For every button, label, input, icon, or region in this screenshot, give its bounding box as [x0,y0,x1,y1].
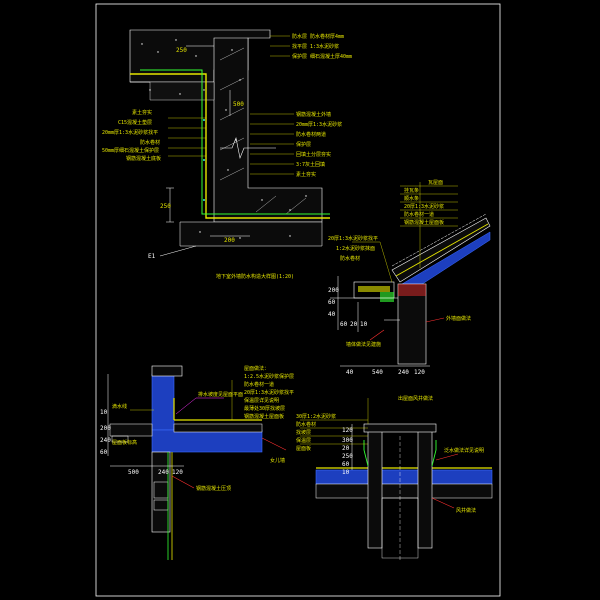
b-dim-3: 120 [414,369,425,376]
label-left-0: 素土夯实 [132,109,152,116]
b-left-0: 20厚1:3水泥砂浆找平 [328,235,378,242]
c-note-c: 钢筋混凝土压顶 [196,485,231,492]
d-label-3: 找坡层 [296,429,311,436]
detail-c-parapet: 排水坡度见屋面平面 女儿墙 钢筋混凝土压顶 屋面做法： 1:2.5水泥砂浆保护层… [100,365,294,560]
d-dim-2: 20 [342,445,350,452]
detail-b-roof-eave: 瓦屋面 挂瓦条 顺水条 20厚1:3水泥砂浆 防水卷材一道 钢筋混凝土屋面板 2… [328,180,491,376]
c-note-a: 排水坡度见屋面平面 [198,391,243,398]
b-label-5: 钢筋混凝土屋面板 [404,219,444,226]
c-label-0: 屋面做法： [244,365,269,372]
side-tag-e1: E1 [148,253,156,260]
dim-200-bottom: 200 [224,237,235,244]
label-left-4: 50mm厚细石混凝土保护层 [102,147,159,154]
c-label-6: 钢筋混凝土屋面板 [244,413,284,420]
c-note-b: 女儿墙 [270,457,285,464]
c-label-5: 最薄处30厚找坡层 [244,405,285,412]
d-side-0: 泛水做法详见说明 [444,447,484,454]
b-label-1: 挂瓦条 [404,187,419,194]
c-side-0: 滴水线 [112,403,127,410]
b-label-3: 20厚1:3水泥砂浆 [404,203,444,210]
d-dim-5: 10 [342,469,350,476]
c-dim-6: 120 [172,469,183,476]
b-label-4: 防水卷材一道 [404,211,434,218]
b-dim-2: 240 [398,369,409,376]
c-dim-1: 200 [100,425,111,432]
d-label-1: 30厚1:2水泥砂浆 [296,413,336,420]
c-dim-4: 500 [128,469,139,476]
b-sdim-0: 200 [328,287,339,294]
sheet-frame [95,3,501,597]
c-side-1: 屋面板标高 [112,439,137,446]
b-sdim-4: 20 [350,321,358,328]
b-leader-0: 外墙面做法 [446,315,471,322]
c-dim-3: 60 [100,449,108,456]
d-label-2: 防水卷材 [296,421,316,428]
label-right-2: 防水卷材两道 [296,131,326,138]
b-left-2: 防水卷材 [340,255,360,262]
b-dim-0: 40 [346,369,354,376]
label-top-2: 保护层 细石混凝土厚40mm [292,53,352,60]
b-sdim-1: 60 [328,299,336,306]
b-left-1: 1:2水泥砂浆抹面 [336,245,375,252]
d-dim-3: 250 [342,453,353,460]
b-sdim-3: 60 [340,321,348,328]
d-label-0: 出屋面风井做法 [398,395,433,402]
d-label-5: 屋面板 [296,445,311,452]
dim-250-top: 250 [176,47,187,54]
d-label-4: 保温层 [296,437,311,444]
dim-500: 500 [233,101,244,108]
d-dim-1: 300 [342,437,353,444]
c-dim-0: 10 [100,409,108,416]
label-left-1: C15混凝土垫层 [118,119,152,126]
b-sdim-5: 10 [360,321,368,328]
b-leader-1: 墙体做法见建施 [346,341,381,348]
d-dim-0: 120 [342,427,353,434]
detail-a-title: 地下室外墙防水构造大样图(1:20) [216,273,294,280]
c-label-2: 防水卷材一道 [244,381,274,388]
dim-250-left: 250 [160,203,171,210]
detail-d-roof-vent: 出屋面风井做法 30厚1:2水泥砂浆 防水卷材 找坡层 保温层 屋面板 泛水做法… [296,395,493,560]
label-right-0: 钢筋混凝土外墙 [296,111,331,118]
label-right-1: 20mm厚1:3水泥砂浆 [296,121,342,128]
c-dim-2: 240 [100,437,111,444]
c-label-4: 保温层详见说明 [244,397,279,404]
label-right-5: 3:7灰土回填 [296,161,325,168]
label-top-0: 防水层 防水卷材厚4mm [292,33,344,40]
label-right-6: 素土夯实 [296,171,316,178]
c-label-1: 1:2.5水泥砂浆保护层 [244,373,294,380]
b-dim-1: 540 [372,369,383,376]
b-label-0: 瓦屋面 [428,180,443,186]
label-right-3: 保护层 [296,141,311,148]
b-label-2: 顺水条 [404,195,419,202]
b-sdim-2: 40 [328,311,336,318]
d-dim-4: 60 [342,461,350,468]
label-top-1: 找平层 1:3水泥砂浆 [292,43,339,50]
c-dim-5: 240 [158,469,169,476]
label-right-4: 回填土分层夯实 [296,151,331,158]
detail-a-basement-wall: 250 500 250 200 防水层 防水卷材厚4mm 找平层 1:3水泥砂浆… [102,29,352,280]
label-left-2: 20mm厚1:3水泥砂浆找平 [102,129,158,136]
c-label-3: 20厚1:3水泥砂浆找平 [244,389,294,396]
d-side-1: 风井做法 [456,507,476,514]
label-left-3: 防水卷材 [140,139,160,146]
label-left-5: 钢筋混凝土底板 [126,155,161,162]
